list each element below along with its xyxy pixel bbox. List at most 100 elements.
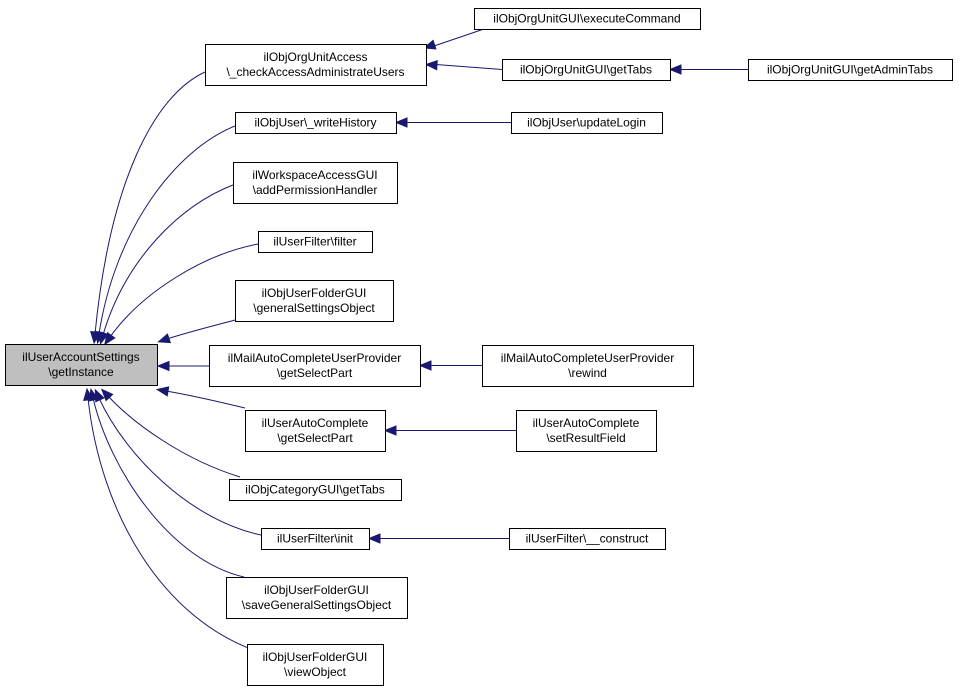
node-box[interactable] bbox=[748, 59, 953, 81]
node-n9[interactable]: ilUserFilter\init bbox=[261, 528, 370, 550]
edge-n10-to-root bbox=[88, 387, 245, 578]
node-n11[interactable]: ilObjUserFolderGUI\viewObject bbox=[247, 644, 384, 686]
edge-line bbox=[98, 125, 236, 335]
edge-arrowhead bbox=[98, 331, 109, 345]
edge-n8-to-root bbox=[100, 388, 241, 478]
node-label: \getSelectPart bbox=[277, 366, 353, 380]
edge-n1-to-root bbox=[90, 71, 206, 345]
nodes-layer: ilUserAccountSettings\getInstance ilObjOr… bbox=[5, 8, 953, 686]
edge-m6-to-n9 bbox=[367, 533, 509, 544]
node-label: ilObjUser\_writeHistory bbox=[254, 116, 376, 130]
node-m5[interactable]: ilUserAutoComplete\setResultField bbox=[516, 410, 657, 452]
node-box[interactable] bbox=[509, 528, 666, 550]
node-m1[interactable]: ilObjOrgUnitGUI\executeCommand bbox=[474, 8, 701, 30]
node-k1[interactable]: ilObjOrgUnitGUI\getAdminTabs bbox=[748, 59, 953, 81]
node-label: ilMailAutoCompleteUserProvider bbox=[501, 351, 674, 365]
edge-line bbox=[166, 319, 236, 340]
node-label: \viewObject bbox=[284, 665, 347, 679]
node-n2[interactable]: ilObjUser\_writeHistory bbox=[235, 112, 397, 134]
node-label: ilUserAutoComplete bbox=[262, 416, 369, 430]
node-box[interactable] bbox=[245, 410, 386, 452]
edge-m3-to-n2 bbox=[394, 117, 511, 128]
node-box[interactable] bbox=[258, 231, 373, 253]
edge-arrowhead bbox=[83, 387, 94, 402]
node-box[interactable] bbox=[235, 280, 394, 322]
edge-arrowhead bbox=[394, 117, 408, 128]
node-box[interactable] bbox=[482, 345, 694, 387]
node-m3[interactable]: ilObjUser\updateLogin bbox=[511, 112, 663, 134]
node-label: ilObjUserFolderGUI bbox=[264, 583, 369, 597]
node-m6[interactable]: ilUserFilter\__construct bbox=[509, 528, 666, 550]
edge-line bbox=[98, 397, 262, 536]
node-n6[interactable]: ilMailAutoCompleteUserProvider\getSelect… bbox=[209, 345, 421, 387]
node-n5[interactable]: ilObjUserFolderGUI\generalSettingsObject bbox=[235, 280, 394, 322]
node-label: ilObjUser\updateLogin bbox=[527, 116, 646, 130]
node-label: ilUserAutoComplete bbox=[533, 416, 640, 430]
node-label: \addPermissionHandler bbox=[253, 183, 378, 197]
edge-arrowhead bbox=[156, 360, 170, 372]
node-label: \_checkAccessAdministrateUsers bbox=[226, 65, 404, 79]
node-box[interactable] bbox=[516, 410, 657, 452]
node-box[interactable] bbox=[511, 112, 663, 134]
node-label: \setResultField bbox=[546, 431, 625, 445]
edge-line bbox=[102, 184, 234, 336]
edge-m1-to-n1 bbox=[422, 28, 485, 50]
edge-arrowhead bbox=[155, 386, 170, 397]
node-n10[interactable]: ilObjUserFolderGUI\saveGeneralSettingsOb… bbox=[226, 577, 408, 619]
node-label: ilWorkspaceAccessGUI bbox=[252, 168, 377, 182]
node-label: \getInstance bbox=[48, 365, 114, 379]
node-label: ilUserAccountSettings bbox=[22, 350, 139, 364]
edge-arrowhead bbox=[668, 64, 682, 75]
node-box[interactable] bbox=[205, 44, 427, 86]
edge-line bbox=[435, 64, 503, 70]
node-label: ilMailAutoCompleteUserProvider bbox=[228, 351, 401, 365]
node-box[interactable] bbox=[233, 162, 398, 204]
edge-n9-to-root bbox=[94, 388, 262, 536]
node-label: \getSelectPart bbox=[277, 431, 353, 445]
edge-n5-to-root bbox=[157, 319, 236, 344]
node-box[interactable] bbox=[247, 644, 384, 686]
edge-n2-to-root bbox=[94, 125, 236, 345]
edge-n4-to-root bbox=[104, 243, 259, 346]
edge-n11-to-root bbox=[83, 387, 263, 654]
node-box[interactable] bbox=[235, 112, 397, 134]
edge-line bbox=[87, 397, 263, 654]
edge-arrowhead bbox=[383, 425, 397, 436]
node-n4[interactable]: ilUserFilter\filter bbox=[258, 231, 373, 253]
node-label: ilUserFilter\__construct bbox=[526, 532, 649, 546]
node-label: ilObjUserFolderGUI bbox=[263, 650, 368, 664]
node-box[interactable] bbox=[209, 345, 421, 387]
node-box[interactable] bbox=[474, 8, 701, 30]
edge-n6-to-root bbox=[156, 360, 209, 372]
node-n8[interactable]: ilObjCategoryGUI\getTabs bbox=[229, 479, 402, 501]
node-box[interactable] bbox=[229, 479, 402, 501]
node-box[interactable] bbox=[5, 344, 158, 386]
edge-m5-to-n7 bbox=[383, 425, 516, 436]
edge-n3-to-root bbox=[98, 184, 234, 345]
edge-line bbox=[433, 28, 485, 47]
edge-line bbox=[92, 397, 245, 578]
edge-arrowhead bbox=[100, 388, 114, 402]
edge-arrowhead bbox=[157, 333, 172, 344]
node-box[interactable] bbox=[261, 528, 370, 550]
node-label: ilObjOrgUnitGUI\executeCommand bbox=[493, 12, 680, 26]
node-m2[interactable]: ilObjOrgUnitGUI\getTabs bbox=[502, 59, 671, 81]
edge-line bbox=[107, 395, 241, 478]
edge-n7-to-root bbox=[155, 386, 246, 409]
edge-m2-to-n1 bbox=[424, 60, 503, 71]
node-n7[interactable]: ilUserAutoComplete\getSelectPart bbox=[245, 410, 386, 452]
edge-line bbox=[94, 71, 206, 335]
node-label: ilObjUserFolderGUI bbox=[262, 286, 367, 300]
node-m4[interactable]: ilMailAutoCompleteUserProvider\rewind bbox=[482, 345, 694, 387]
edge-m4-to-n6 bbox=[418, 360, 482, 371]
node-box[interactable] bbox=[226, 577, 408, 619]
node-n3[interactable]: ilWorkspaceAccessGUI\addPermissionHandle… bbox=[233, 162, 398, 204]
node-box[interactable] bbox=[502, 59, 671, 81]
node-label: ilUserFilter\init bbox=[277, 532, 354, 546]
node-label: \generalSettingsObject bbox=[253, 301, 375, 315]
node-n1[interactable]: ilObjOrgUnitAccess\_checkAccessAdministr… bbox=[205, 44, 427, 86]
edge-line bbox=[109, 243, 259, 338]
edge-arrowhead bbox=[104, 331, 116, 346]
node-root[interactable]: ilUserAccountSettings\getInstance bbox=[5, 344, 158, 386]
